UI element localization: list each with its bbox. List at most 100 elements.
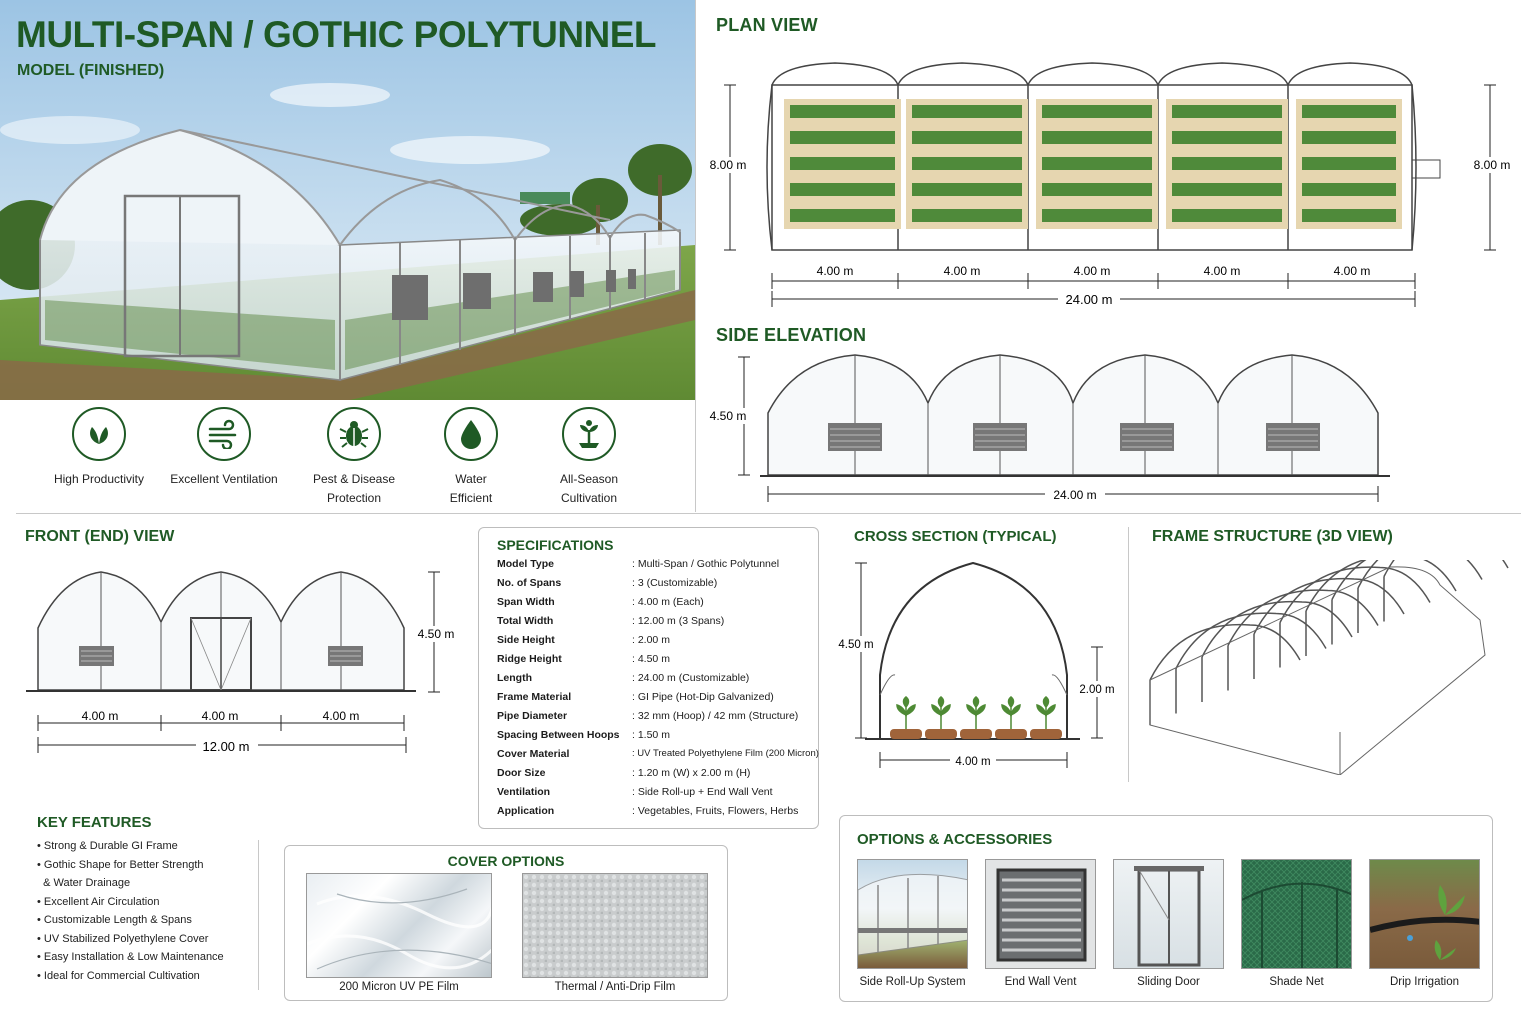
crop-bed [1302, 105, 1396, 118]
crop-bed [1172, 183, 1282, 196]
crop-bed [1042, 209, 1152, 222]
plan-span-1: 4.00 m [817, 264, 854, 278]
frame-structure-title: FRAME STRUCTURE (3D VIEW) [1152, 528, 1393, 545]
cross-section-drawing: 4.50 m 2.00 m 4.00 m [837, 561, 1117, 768]
options-accessories-title: OPTIONS & ACCESSORIES [857, 831, 1053, 848]
spec-key: Door Size [497, 767, 546, 779]
crop-bed [790, 157, 895, 170]
option-label: Drip Irrigation [1389, 976, 1460, 988]
key-feature-item: • Customizable Length & Spans [37, 914, 192, 926]
specifications-panel: SPECIFICATIONS Model Type: Multi-Span / … [478, 527, 819, 829]
key-feature-item: & Water Drainage [37, 877, 131, 889]
cross-section-title: CROSS SECTION (TYPICAL) [854, 528, 1057, 545]
spec-value: : UV Treated Polyethylene Film (200 Micr… [632, 748, 819, 759]
spec-key: Pipe Diameter [497, 710, 568, 722]
frame-arch [1227, 589, 1379, 646]
side-elevation-drawing: 4.50 m 24.00 m [708, 354, 1390, 503]
crop-bed [790, 209, 895, 222]
cover-option-label: Thermal / Anti-Drip Film [554, 981, 676, 993]
spec-value: : 1.20 m (W) x 2.00 m (H) [632, 767, 751, 779]
plan-total-length: 24.00 m [1066, 292, 1113, 307]
crop-bed [1042, 157, 1152, 170]
cross-height: 4.50 m [838, 639, 873, 651]
front-view-drawing: 4.50 m 4.00 m 4.00 m 4.00 m 12.00 m [26, 571, 455, 754]
crop-bed [1302, 157, 1396, 170]
frame-arch [1357, 560, 1509, 589]
polytunnel-photo [0, 0, 695, 400]
crop-bed [790, 105, 895, 118]
crop-bed [912, 105, 1022, 118]
divider [258, 840, 259, 990]
spec-row: Model Type: Multi-Span / Gothic Polytunn… [497, 558, 817, 576]
thermal-film-image [522, 873, 708, 978]
front-view-title: FRONT (END) VIEW [25, 528, 175, 545]
side-length: 24.00 m [1053, 488, 1096, 502]
plan-view-drawing: 8.00 m 8.00 m 4.00 m 4.00 m 4.00 m 4.00 … [708, 62, 1512, 308]
spec-key: Span Width [497, 596, 555, 608]
end-wall-vent-image [985, 859, 1096, 969]
crop-bed [1172, 209, 1282, 222]
front-height: 4.50 m [418, 627, 455, 641]
side-height: 4.50 m [710, 409, 747, 423]
frame-arch [1279, 566, 1431, 623]
spec-key: Frame Material [497, 691, 572, 703]
page-title: MULTI-SPAN / GOTHIC POLYTUNNEL [16, 14, 657, 55]
cross-width: 4.00 m [955, 756, 990, 768]
plan-view-title: PLAN VIEW [716, 15, 818, 35]
plan-span-2: 4.00 m [944, 264, 981, 278]
spec-key: Cover Material [497, 748, 570, 760]
spec-value: : 1.50 m [632, 729, 670, 741]
spec-value: : Multi-Span / Gothic Polytunnel [632, 558, 780, 570]
crop-bed [1302, 209, 1396, 222]
spec-key: No. of Spans [497, 577, 562, 589]
plan-span-5: 4.00 m [1334, 264, 1371, 278]
crop-bed [790, 183, 895, 196]
spec-value: : 4.00 m (Each) [632, 596, 704, 608]
crop-bed [1302, 131, 1396, 144]
benefit-label: All-Season [559, 472, 619, 486]
benefit-label: High Productivity [53, 472, 145, 486]
spec-key: Application [497, 805, 555, 817]
water-drop-icon [444, 407, 498, 461]
spec-row: Frame Material : GI Pipe (Hot-Dip Galvani… [497, 691, 817, 709]
spec-value: : GI Pipe (Hot-Dip Galvanized) [632, 691, 774, 703]
spec-row: Ridge Height: 4.50 m [497, 653, 817, 671]
spec-row: Span Width : 4.00 m (Each) [497, 596, 817, 614]
spec-row: Length: 24.00 m (Customizable) [497, 672, 817, 690]
sprout-icon [562, 407, 616, 461]
crop-bed [912, 157, 1022, 170]
bug-icon [327, 407, 381, 461]
option-label: Shade Net [1269, 976, 1324, 988]
wind-icon [197, 407, 251, 461]
crop-bed [912, 209, 1022, 222]
crop-bed [1172, 131, 1282, 144]
benefit-high-productivity: High Productivity [34, 407, 164, 489]
option-label: End Wall Vent [1004, 976, 1077, 988]
cover-options-panel: COVER OPTIONS 200 Micron UV PE Film Ther… [284, 845, 728, 1001]
spec-value: : 2.00 m [632, 634, 670, 646]
benefit-label: Pest & Disease [312, 472, 396, 486]
frame-arch [1305, 560, 1457, 612]
spec-row: Cover Material : UV Treated Polyethylene … [497, 748, 819, 766]
key-feature-item: • Easy Installation & Low Maintenance [37, 951, 224, 963]
options-accessories-panel: OPTIONS & ACCESSORIES Side Roll-Up Syste… [839, 815, 1493, 1002]
frame-arch [1331, 560, 1483, 600]
hero-photo [0, 0, 695, 400]
leaf-icon [72, 407, 126, 461]
benefit-label-2: Efficient [449, 491, 493, 505]
crop-bed [1042, 183, 1152, 196]
benefit-label-2: Cultivation [560, 491, 618, 505]
spec-value: : 4.50 m [632, 653, 670, 665]
key-feature-item: • UV Stabilized Polyethylene Cover [37, 932, 209, 945]
crop-bed [912, 131, 1022, 144]
key-feature-item: • Gothic Shape for Better Strength [37, 858, 204, 871]
frame-structure-drawing [1149, 560, 1509, 775]
front-span-2: 4.00 m [202, 709, 239, 723]
benefit-ventilation: Excellent Ventilation [159, 407, 289, 489]
spec-key: Ventilation [497, 786, 551, 798]
spec-key: Total Width [497, 615, 554, 627]
divider [695, 0, 696, 512]
spec-value: : 3 (Customizable) [632, 577, 718, 589]
spec-row: Ventilation: Side Roll-up + End Wall Ven… [497, 786, 817, 804]
